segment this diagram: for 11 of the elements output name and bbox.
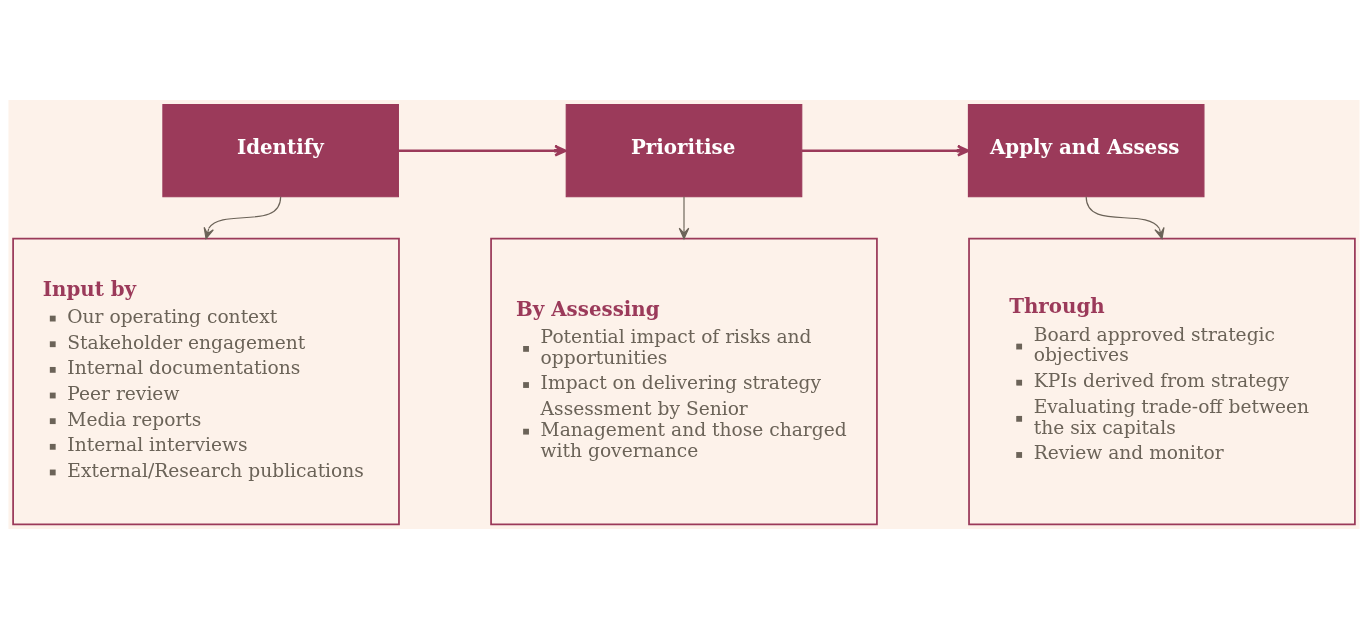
arrow: [203, 196, 282, 240]
node-box: Through Board approved strategic objectives KPIs derived from strategy Evaluating trade-off between the six capitals Review and monitor: [968, 237, 1356, 526]
node-box: Identify: [162, 104, 399, 198]
node-box: Input by Our operating context Stakeholder engagement Internal documentations Peer review Media reports Internal interviews External/Research publications: [12, 237, 400, 526]
node-box: Apply and Assess: [967, 104, 1205, 198]
arrow: [678, 196, 690, 240]
arrow: [398, 144, 567, 157]
node-box: By Assessing Potential impact of risks and opportunities Impact on delivering strategy Assessment by Senior Management and those charged with governance: [490, 237, 878, 526]
arrow: [801, 144, 970, 157]
node-box: Prioritise: [565, 104, 803, 198]
arrow: [1085, 196, 1165, 240]
